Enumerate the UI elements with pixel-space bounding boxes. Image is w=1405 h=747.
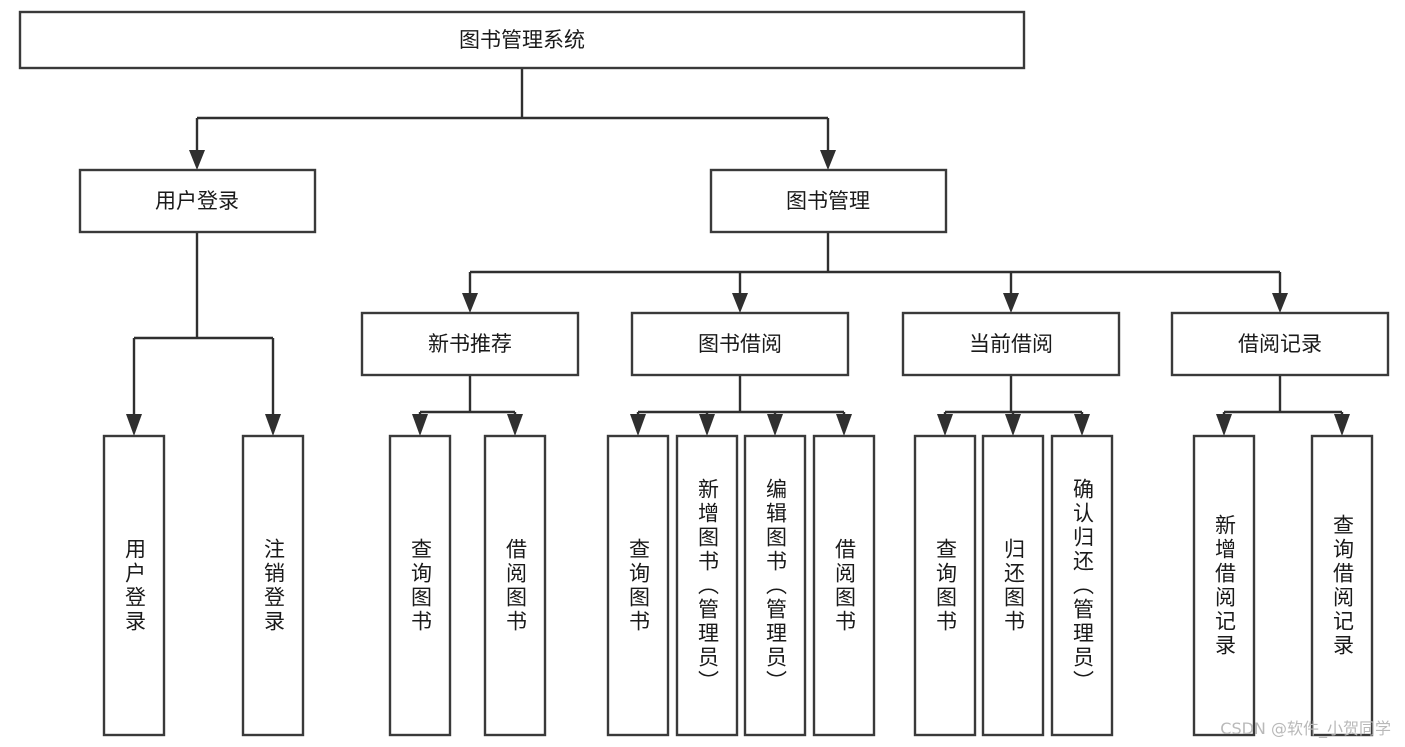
arrow-head-leaf-add-book-admin — [699, 414, 715, 436]
arrow-head-user-login — [189, 150, 205, 170]
node-book-borrow[interactable]: 图书借阅 — [630, 311, 850, 377]
arrow-head-leaf-return-book — [1005, 414, 1021, 436]
arrow-head-leaf-user-login — [126, 414, 142, 436]
node-leaf-add-book-admin-box[interactable] — [675, 434, 739, 737]
node-root-box[interactable] — [18, 10, 1026, 70]
arrow-head-leaf-add-borrow-record — [1216, 414, 1232, 436]
arrow-head-leaf-borrow-book — [836, 414, 852, 436]
node-new-book-recommend-box[interactable] — [360, 311, 580, 377]
arrow-head-leaf-edit-book-admin — [767, 414, 783, 436]
node-book-manage-label: 图书管理 — [786, 189, 870, 213]
node-leaf-query-borrow-record-box[interactable] — [1310, 434, 1374, 737]
arrow-head-book-borrow — [732, 293, 748, 313]
node-borrow-record-box[interactable] — [1170, 311, 1390, 377]
node-leaf-logout-box[interactable] — [241, 434, 305, 737]
arrow-head-leaf-query-borrow-record — [1334, 414, 1350, 436]
node-current-borrow-label: 当前借阅 — [969, 332, 1053, 356]
arrow-head-leaf-borrow-book-recommend — [507, 414, 523, 436]
node-leaf-confirm-return-admin-box[interactable] — [1050, 434, 1114, 737]
node-current-borrow-box[interactable] — [901, 311, 1121, 377]
node-book-manage[interactable]: 图书管理 — [709, 168, 948, 234]
node-leaf-add-borrow-record-box[interactable] — [1192, 434, 1256, 737]
watermark: CSDN @软件_小贺同学 — [1220, 719, 1391, 738]
node-leaf-query-book-borrow-box[interactable] — [606, 434, 670, 737]
node-current-borrow[interactable]: 当前借阅 — [901, 311, 1121, 377]
arrow-head-current-borrow — [1003, 293, 1019, 313]
node-borrow-record[interactable]: 借阅记录 — [1170, 311, 1390, 377]
node-book-borrow-box[interactable] — [630, 311, 850, 377]
arrow-head-leaf-query-book-recommend — [412, 414, 428, 436]
node-leaf-query-book-recommend-box[interactable] — [388, 434, 452, 737]
arrow-head-book-manage — [820, 150, 836, 170]
node-user-login-label: 用户登录 — [155, 189, 239, 213]
arrow-head-leaf-confirm-return-admin — [1074, 414, 1090, 436]
arrow-head-leaf-query-book-borrow — [630, 414, 646, 436]
node-book-manage-box[interactable] — [709, 168, 948, 234]
node-root-label: 图书管理系统 — [459, 28, 585, 52]
node-leaf-borrow-book-recommend-box[interactable] — [483, 434, 547, 737]
node-book-borrow-label: 图书借阅 — [698, 332, 782, 356]
node-leaf-query-book-current-box[interactable] — [913, 434, 977, 737]
node-root[interactable]: 图书管理系统 — [18, 10, 1026, 70]
arrow-head-new-book — [462, 293, 478, 313]
node-new-book-recommend[interactable]: 新书推荐 — [360, 311, 580, 377]
node-leaf-borrow-book-box[interactable] — [812, 434, 876, 737]
node-leaf-user-login-box[interactable] — [102, 434, 166, 737]
arrow-head-leaf-query-book-current — [937, 414, 953, 436]
node-leaf-edit-book-admin-box[interactable] — [743, 434, 807, 737]
leaf-boxes-layer — [102, 434, 1374, 737]
node-new-book-recommend-label: 新书推荐 — [428, 332, 512, 356]
node-user-login[interactable]: 用户登录 — [78, 168, 317, 234]
connectors-layer — [126, 68, 1350, 436]
arrow-head-borrow-record — [1272, 293, 1288, 313]
node-user-login-box[interactable] — [78, 168, 317, 234]
node-borrow-record-label: 借阅记录 — [1238, 332, 1322, 356]
arrow-head-leaf-logout — [265, 414, 281, 436]
node-leaf-return-book-box[interactable] — [981, 434, 1045, 737]
